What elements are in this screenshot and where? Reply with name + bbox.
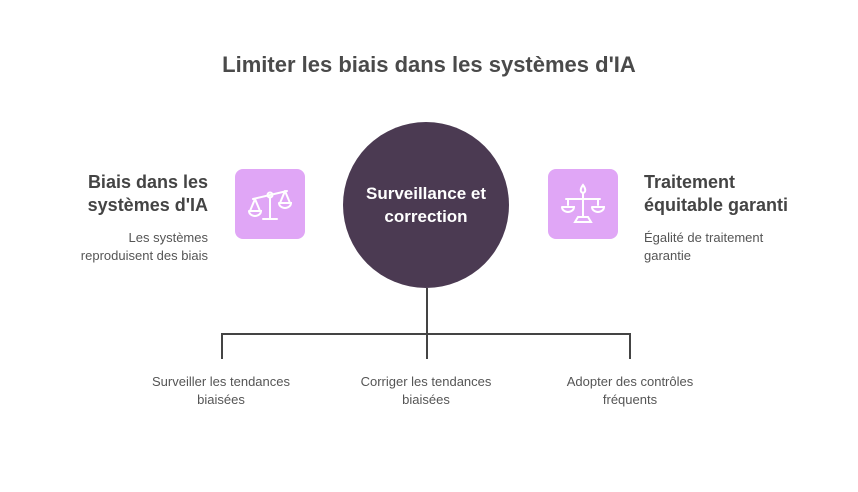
branch-label-1: Corriger les tendances <box>360 374 492 389</box>
left-desc-2: reproduisent des biais <box>80 248 208 263</box>
branch-label-2: biaisées <box>197 392 245 407</box>
right-desc-2: garantie <box>644 248 691 263</box>
right-desc-1: Égalité de traitement <box>644 230 764 245</box>
connector-drop-2 <box>426 333 428 359</box>
left-heading-2: systèmes d'IA <box>87 195 208 215</box>
branch-item: Surveiller les tendances biaisées <box>121 373 321 409</box>
center-label-1: Surveillance et <box>365 184 486 203</box>
connector-stem <box>426 288 428 333</box>
right-node: Traitement équitable garanti Égalité de … <box>644 171 788 265</box>
right-heading-1: Traitement <box>644 172 736 192</box>
branch-item: Corriger les tendances biaisées <box>326 373 526 409</box>
left-desc-1: Les systèmes <box>128 230 208 245</box>
branch-label-1: Adopter des contrôles <box>566 374 694 389</box>
page-title: Limiter les biais dans les systèmes d'IA <box>222 52 636 77</box>
balanced-scale-icon <box>548 169 618 239</box>
branch-item: Adopter des contrôles fréquents <box>530 373 730 409</box>
center-label-2: correction <box>384 207 468 226</box>
branch-label-1: Surveiller les tendances <box>151 374 291 389</box>
right-heading-2: équitable garanti <box>644 195 789 215</box>
left-heading-1: Biais dans les <box>87 172 208 192</box>
left-node: Biais dans les systèmes d'IA Les système… <box>81 171 208 265</box>
branch-label-2: fréquents <box>602 392 658 407</box>
center-node: Surveillance et correction <box>343 122 509 288</box>
unbalanced-scale-icon <box>235 169 305 239</box>
branch-label-2: biaisées <box>402 392 450 407</box>
connector-drop-3 <box>629 333 631 359</box>
connector-drop-1 <box>221 333 223 359</box>
